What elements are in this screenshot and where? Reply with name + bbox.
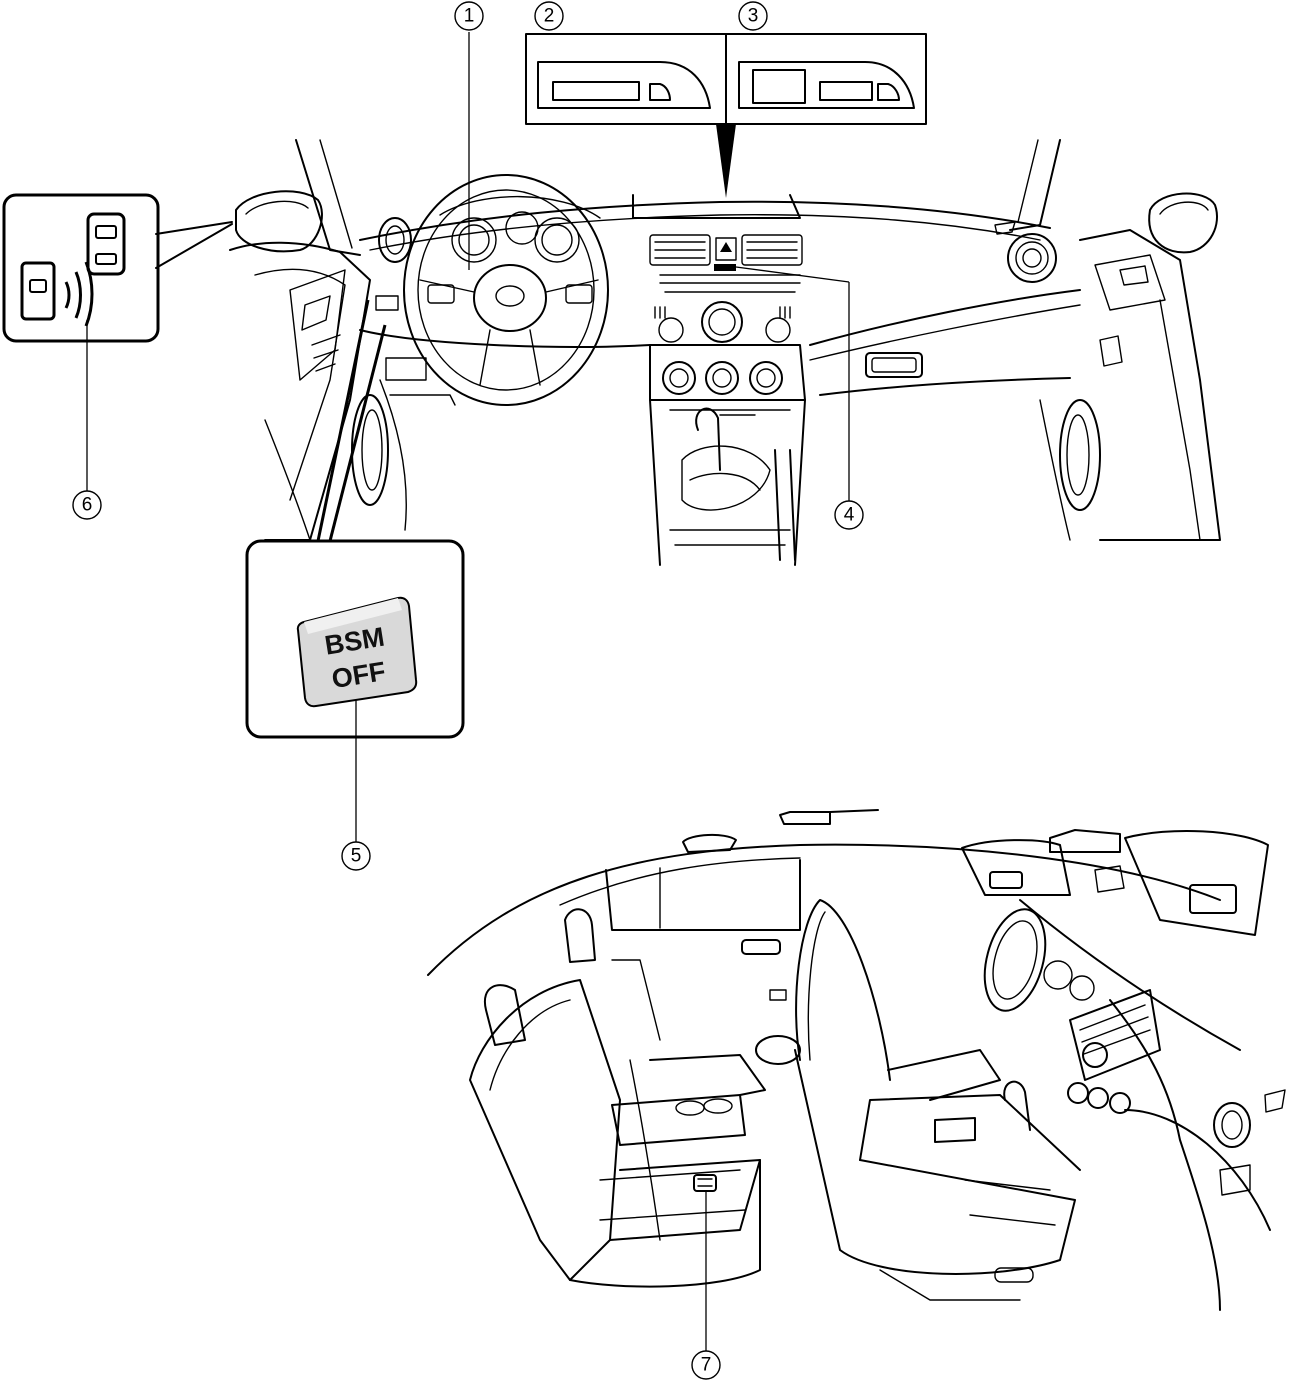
callout-6-label: 6 (82, 495, 93, 516)
left-door (229, 241, 407, 541)
callout-2-label: 2 (544, 6, 555, 27)
callout-4: 4 (834, 500, 864, 530)
callout-7: 7 (691, 1350, 721, 1380)
steering-wheel (403, 174, 609, 406)
bsm-warning-indicator-icon (20, 212, 126, 327)
right-door (1039, 229, 1221, 541)
bsm-warning-indicator-inset (2, 193, 233, 493)
bsm-indicator-light-icon (714, 264, 736, 271)
callout-4-label: 4 (844, 505, 855, 526)
right-door-mirror (1148, 192, 1218, 254)
callout-6: 6 (72, 490, 102, 520)
callout-1: 1 (454, 1, 484, 31)
center-console (632, 194, 806, 566)
dashboard-view (229, 139, 1221, 566)
bsm-off-switch-icon: BSM OFF (296, 596, 418, 708)
bsm-off-switch-inset: BSM OFF (245, 299, 465, 842)
instrument-cluster (439, 195, 601, 263)
left-door-mirror (235, 190, 323, 253)
callout-3: 3 (738, 1, 768, 31)
display-insets (525, 33, 927, 198)
callout-2: 2 (534, 1, 564, 31)
interior-view (427, 809, 1286, 1352)
rear-seat-bsm-component-icon (693, 1174, 717, 1192)
callout-5: 5 (341, 841, 371, 871)
callout-3-label: 3 (748, 6, 759, 27)
callout-7-label: 7 (701, 1355, 712, 1376)
callout-5-label: 5 (351, 846, 362, 867)
callout-1-label: 1 (464, 6, 475, 27)
